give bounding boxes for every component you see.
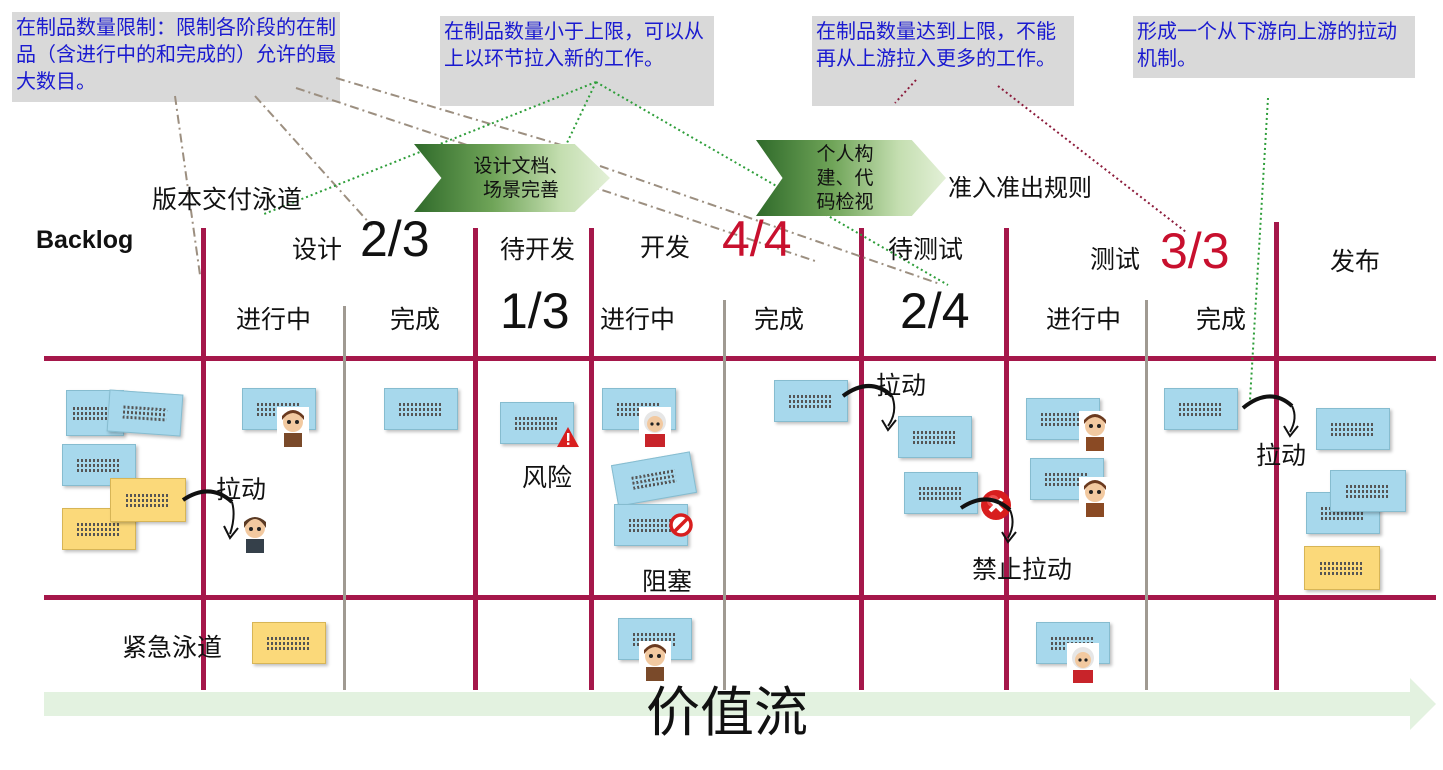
lane-divider-top: [44, 356, 1436, 361]
test-in-progress: 进行中: [1046, 305, 1122, 334]
column-divider: [1004, 228, 1009, 690]
develop-done: 完成: [754, 305, 805, 334]
work-card: [898, 416, 972, 458]
pull-label: 拉动: [876, 371, 927, 400]
design-done: 完成: [390, 305, 441, 334]
warning-icon: [557, 427, 579, 447]
person-icon: [1079, 477, 1111, 517]
callout-wip-limit: 在制品数量限制：限制各阶段的在制品（含进行中的和完成的）允许的最大数目。: [12, 12, 340, 102]
work-card: [1164, 388, 1238, 430]
person-icon: [639, 641, 671, 681]
pull-arrow-icon: [181, 489, 239, 540]
callout-below-limit: 在制品数量小于上限，可以从上以环节拉入新的工作。: [440, 16, 714, 106]
entry-exit-rules-label: 准入准出规则: [948, 174, 1092, 202]
test-wip-limit: 3/3: [1160, 223, 1230, 279]
work-card: [1330, 470, 1406, 512]
person-icon: [277, 407, 309, 447]
policy-arrow-design-docs: 设计文档、场景完善: [414, 144, 610, 212]
pull-label: 拉动: [216, 475, 267, 504]
lane-divider-middle: [44, 595, 1436, 600]
blocked-icon: [669, 513, 693, 537]
policy-arrow-personal-build: 个人构建、代码检视: [756, 140, 946, 216]
design-wip-limit: 2/3: [360, 211, 430, 267]
to-test-wip-limit: 2/4: [900, 283, 970, 339]
value-stream-arrow: [44, 678, 1436, 730]
column-divider: [859, 228, 864, 690]
test-header: 测试: [1090, 245, 1141, 274]
to-develop-wip-limit: 1/3: [500, 283, 570, 339]
develop-header: 开发: [640, 233, 691, 262]
person-icon: [1067, 643, 1099, 683]
blocked-label: 阻塞: [642, 567, 693, 596]
work-card-expedite: [110, 478, 186, 522]
develop-wip-limit: 4/4: [722, 211, 792, 267]
backlog-header: Backlog: [36, 226, 134, 254]
to-develop-header: 待开发: [500, 235, 576, 264]
release-header: 发布: [1330, 247, 1381, 276]
pull-arrow-icon: [1241, 394, 1299, 438]
column-divider: [201, 228, 206, 690]
pull-arrow-icon: [841, 384, 897, 432]
no-pull-label: 禁止拉动: [972, 555, 1073, 584]
column-divider: [473, 228, 478, 690]
work-card: [774, 380, 848, 422]
callout-at-limit: 在制品数量达到上限，不能再从上游拉入更多的工作。: [812, 16, 1074, 106]
person-icon: [639, 407, 671, 447]
callout-pull-mechanism: 形成一个从下游向上游的拉动机制。: [1133, 16, 1415, 78]
design-in-progress: 进行中: [236, 305, 312, 334]
work-card: [106, 389, 184, 437]
urgent-lane-label: 紧急泳道: [122, 633, 223, 662]
delivery-lane-label: 版本交付泳道: [152, 185, 303, 214]
pull-label: 拉动: [1256, 441, 1307, 470]
work-card-expedite: [252, 622, 326, 664]
subcolumn-divider: [343, 306, 346, 690]
work-card: [500, 402, 574, 444]
test-done: 完成: [1196, 305, 1247, 334]
work-card: [384, 388, 458, 430]
value-stream-label: 价值流: [646, 681, 808, 744]
work-card: [1316, 408, 1390, 450]
pull-arrow-icon: [959, 497, 1017, 544]
person-icon: [1079, 411, 1111, 451]
to-test-header: 待测试: [888, 235, 964, 264]
work-card-expedite: [1304, 546, 1380, 590]
subcolumn-divider: [1145, 300, 1148, 690]
person-icon: [239, 513, 271, 553]
risk-label: 风险: [522, 463, 573, 492]
design-header: 设计: [292, 235, 343, 264]
develop-in-progress: 进行中: [600, 305, 676, 334]
subcolumn-divider: [723, 300, 726, 690]
column-divider: [1274, 222, 1279, 690]
column-divider: [589, 228, 594, 690]
